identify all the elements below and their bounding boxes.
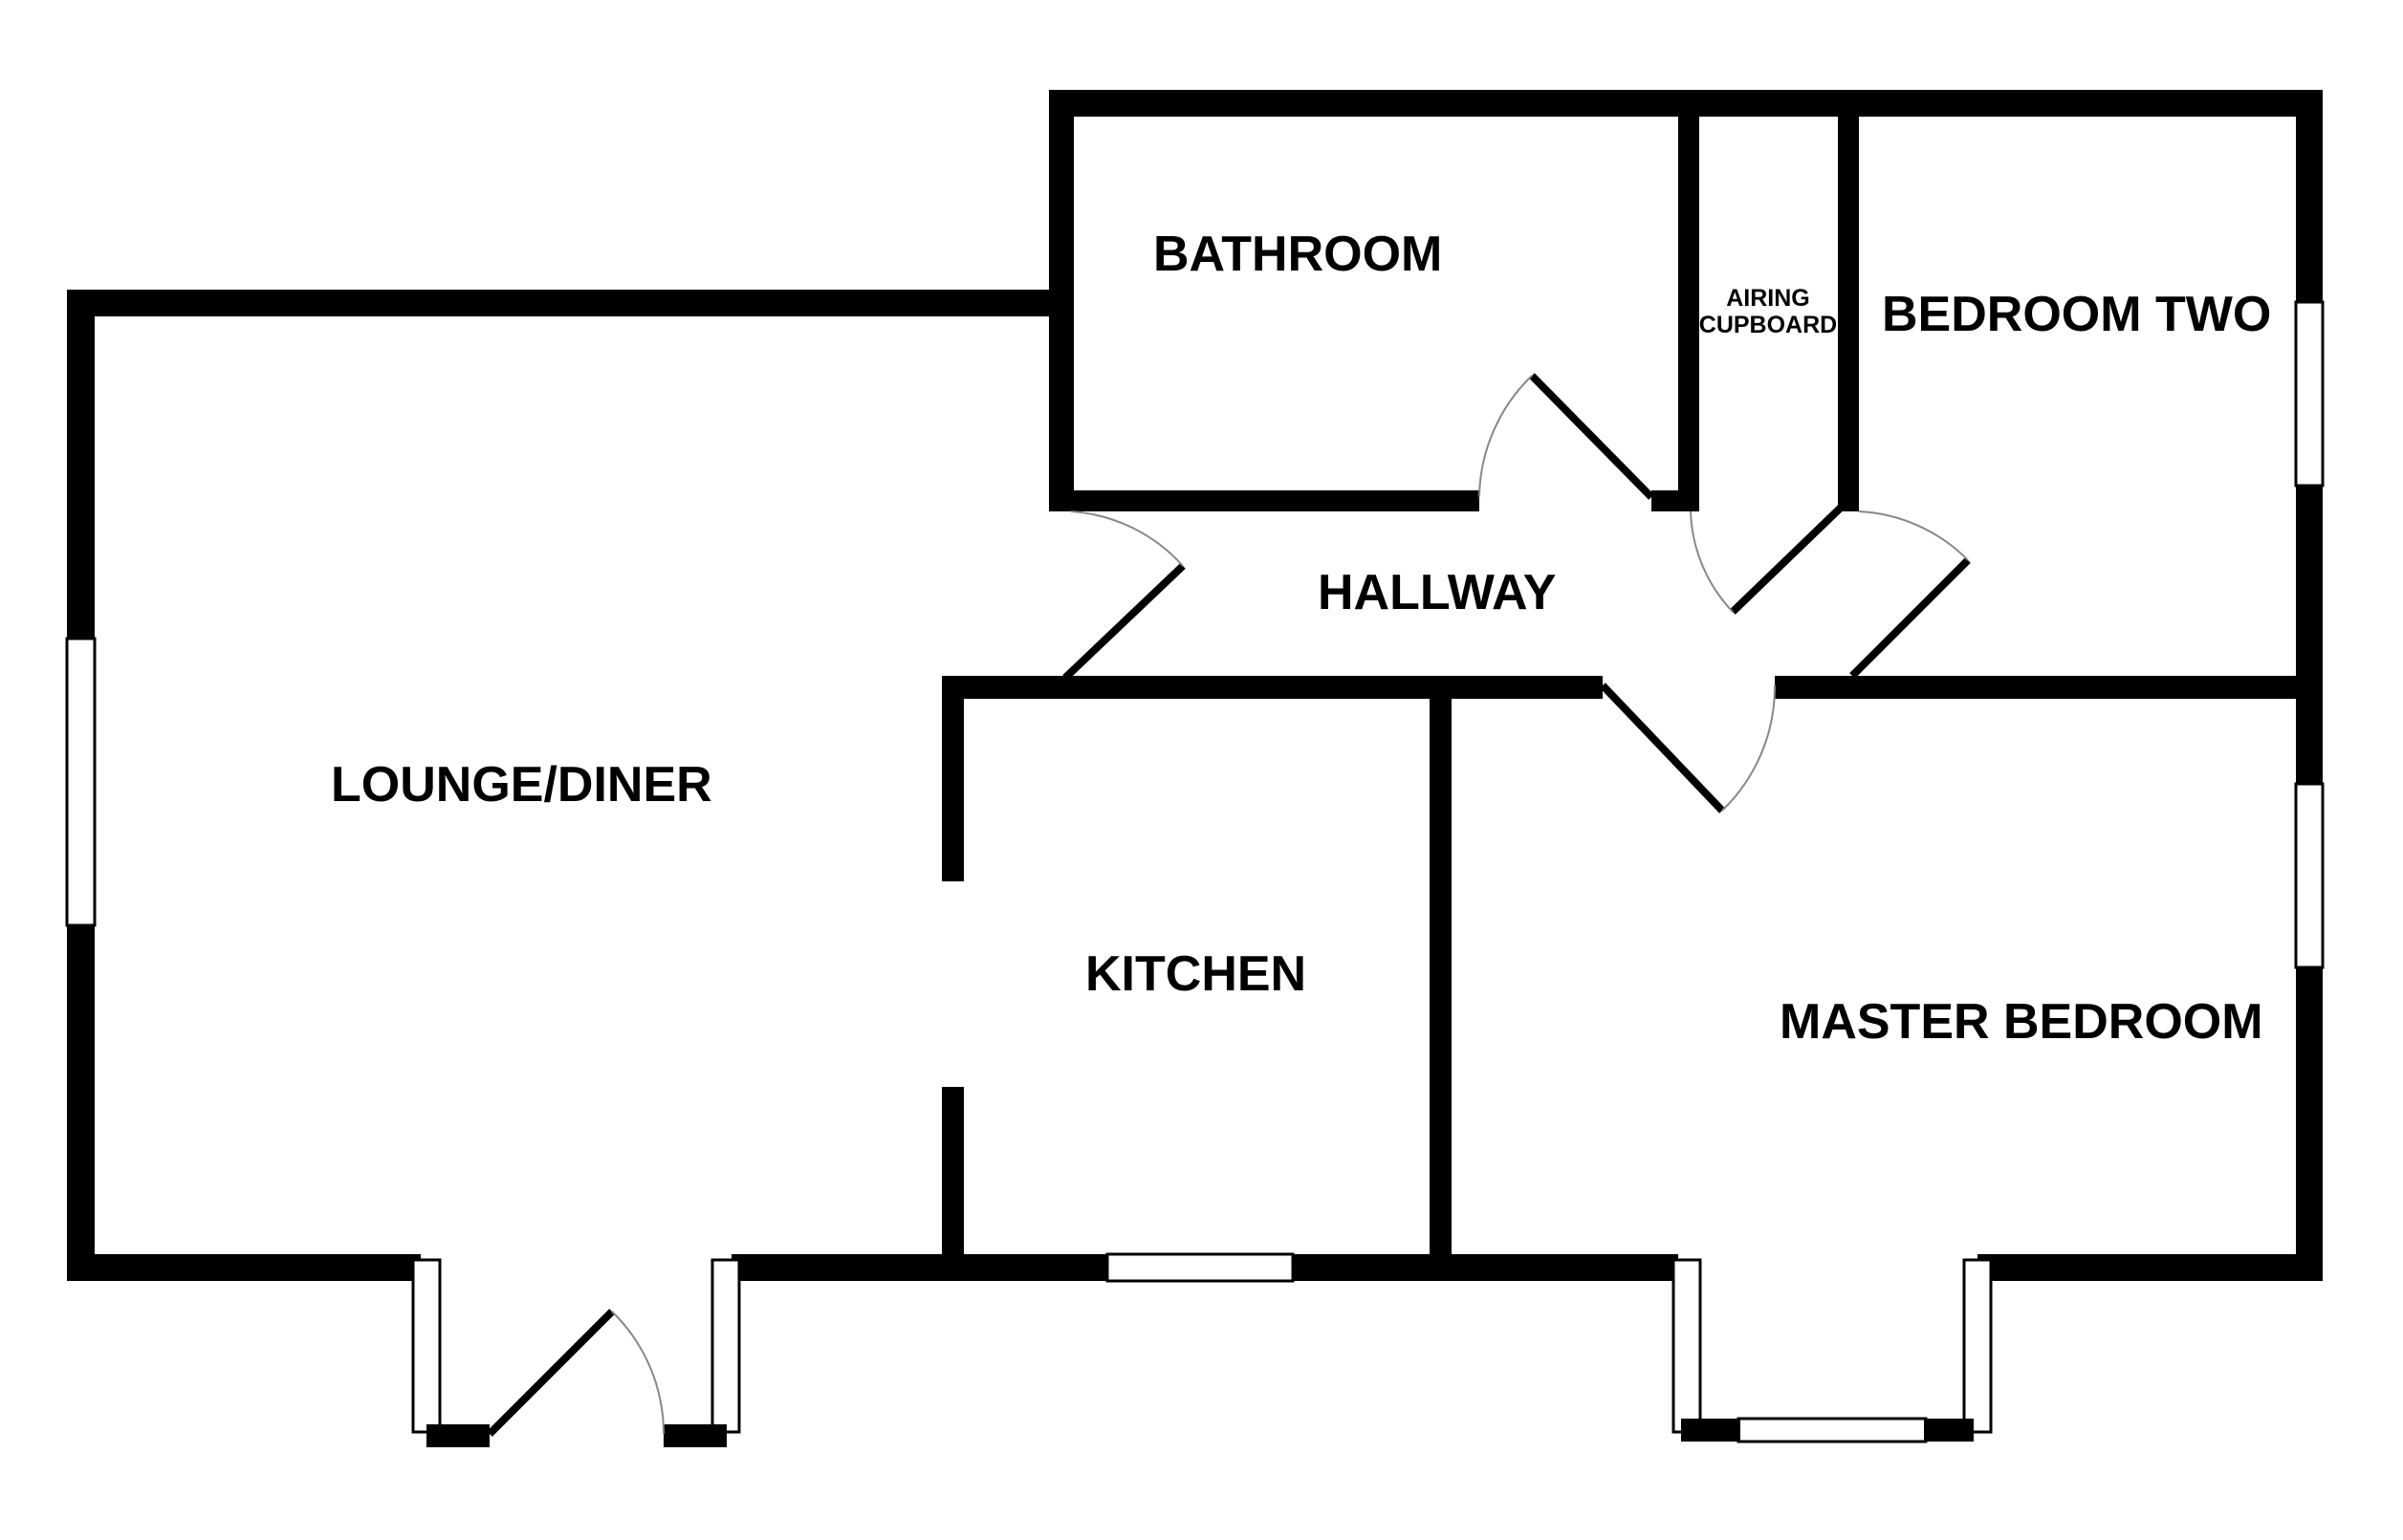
window-bay-right [1962,1258,1993,1434]
door-front-leaf [487,1309,615,1437]
door-post-left [426,1424,490,1447]
wall-hallway-bottom-1 [942,676,1603,699]
label-airing-cupboard-line2: CUPBOARD [1699,312,1837,338]
window-master-right [2294,782,2325,969]
wall-hallway-bottom-2 [1775,676,2323,699]
wall-bathroom-left [1049,90,1074,319]
bay-post-right [1924,1419,1974,1442]
wall-bathroom-right-foot [1651,490,1699,511]
wall-kitchen-right [1430,676,1452,1281]
window-door-right-panel [710,1258,741,1434]
label-airing-cupboard-line1: AIRING [1726,285,1810,312]
window-bay-front [1737,1417,1928,1443]
door-bedroom-two-leaf [1849,557,1971,679]
room-labels: BATHROOM AIRING CUPBOARD BEDROOM TWO HAL… [331,227,2271,1050]
label-hallway: HALLWAY [1318,565,1556,620]
windows [65,300,2325,1443]
window-bedroom-two [2294,300,2325,488]
label-master-bedroom: MASTER BEDROOM [1780,994,2263,1050]
door-master-swing [1721,684,1777,812]
window-kitchen [1105,1252,1295,1283]
label-lounge-diner: LOUNGE/DINER [331,757,712,813]
internal-walls [942,90,2323,1281]
wall-bathroom-right [1678,90,1699,511]
window-lounge-left [65,637,97,927]
label-bedroom-two: BEDROOM TWO [1882,287,2271,342]
bay-post-left [1681,1419,1740,1442]
door-lounge-leaf [1062,563,1186,681]
door-master-leaf [1600,683,1725,813]
wall-bathroom-bottom [1049,490,1479,511]
wall-bathroom-left-lower [1049,315,1074,511]
door-bathroom-swing [1478,375,1533,498]
door-bathroom-leaf [1529,373,1654,500]
door-bedroom-two-swing [1858,510,1969,561]
wall-kitchen-left-lower [942,1087,964,1281]
wall-kitchen-left-upper [942,676,964,881]
label-bathroom: BATHROOM [1153,227,1442,282]
wall-bottom-1 [67,1254,421,1281]
door-cupboard-swing [1690,510,1734,613]
wall-cupboard-right [1838,90,1859,511]
bay-posts [426,1419,1974,1447]
wall-lounge-top [67,290,1074,316]
door-post-right [664,1424,727,1447]
door-front-swing [611,1311,666,1435]
wall-bottom-3 [1977,1254,2323,1281]
door-lounge-swing [1070,510,1184,567]
door-cupboard-leaf [1730,504,1845,615]
label-kitchen: KITCHEN [1085,946,1306,1002]
window-door-left-panel [411,1258,442,1434]
window-bay-left [1671,1258,1702,1434]
doors [487,373,1971,1437]
